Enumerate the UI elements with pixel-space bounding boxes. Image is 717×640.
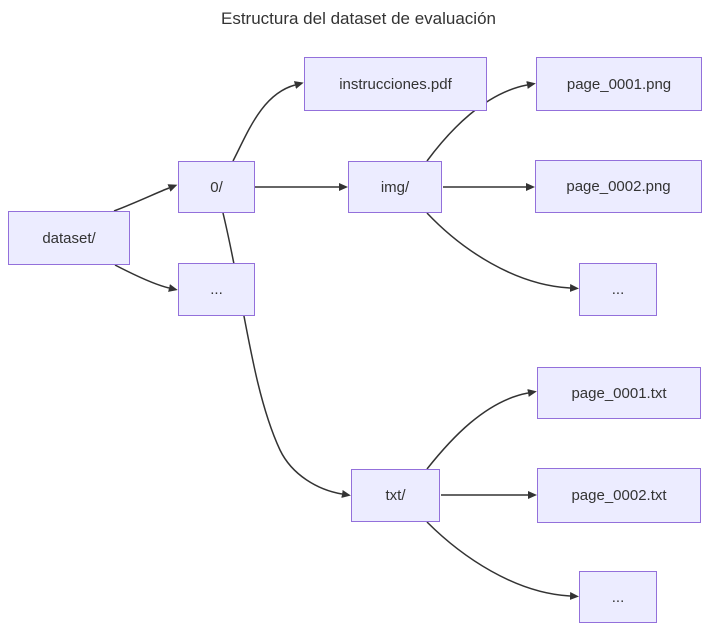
node-page-0001-png: page_0001.png (536, 57, 702, 111)
node-ellipsis-root: ... (178, 263, 255, 316)
edge-dataset-to-0 (113, 184, 178, 212)
node-0: 0/ (178, 161, 255, 213)
node-page-0002-png: page_0002.png (535, 160, 702, 213)
node-dataset: dataset/ (8, 211, 130, 265)
edge-0-to-instrucciones (232, 81, 304, 162)
node-instrucciones-pdf: instrucciones.pdf (304, 57, 487, 111)
edge-txt-to-page0001txt (426, 389, 537, 470)
node-page-0001-txt: page_0001.txt (537, 367, 701, 419)
node-txt: txt/ (351, 469, 440, 522)
edge-txt-to-ellipsis (426, 521, 579, 600)
edge-dataset-to-ellipsis (114, 264, 178, 292)
edge-img-to-page0001png (426, 81, 536, 162)
node-ellipsis-img: ... (579, 263, 657, 316)
node-img: img/ (348, 161, 442, 213)
diagram-title: Estructura del dataset de evaluación (220, 9, 496, 28)
edge-0-to-txt (222, 212, 351, 498)
node-ellipsis-txt: ... (579, 571, 657, 623)
node-page-0002-txt: page_0002.txt (537, 468, 701, 523)
edge-img-to-ellipsis (426, 212, 579, 292)
